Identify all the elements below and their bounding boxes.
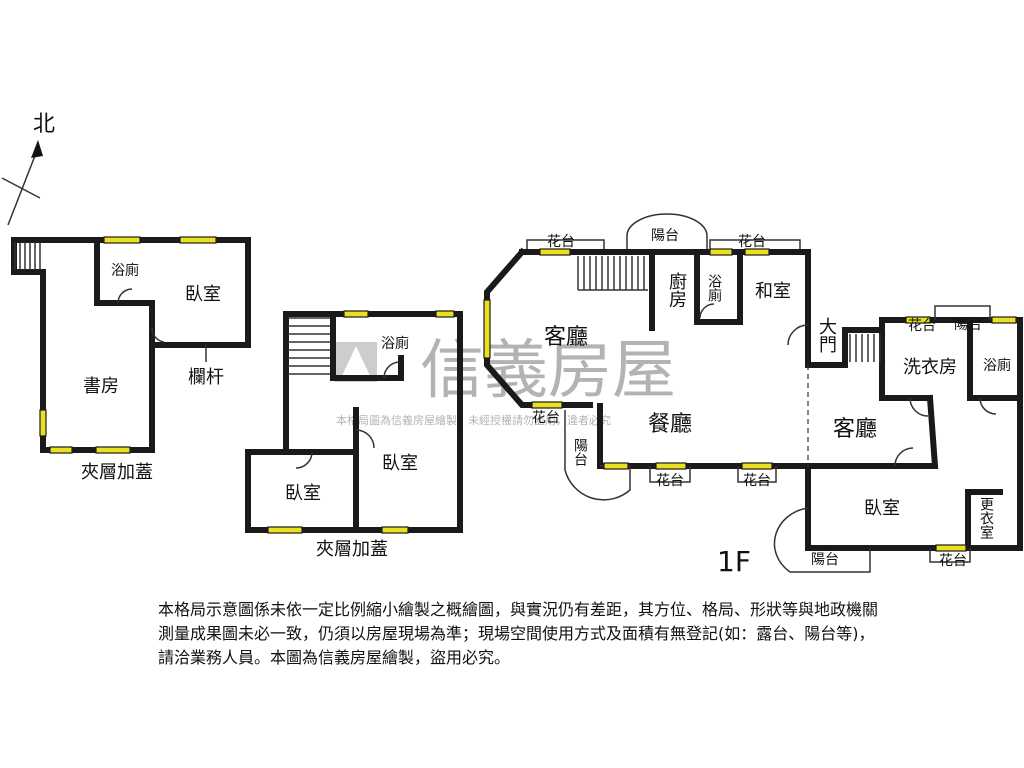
room-label-study: 書房 bbox=[83, 376, 119, 397]
room-label-balcony-right: 陽台 bbox=[954, 317, 982, 333]
room-label-balcony-bottom: 陽台 bbox=[811, 552, 839, 568]
window bbox=[539, 248, 571, 256]
laundry-wall bbox=[879, 327, 933, 401]
room-label-japanese-room: 和室 bbox=[755, 281, 791, 302]
compass-cross-line bbox=[1, 177, 41, 199]
plan-middle: 浴廁 臥室 臥室 夾層加蓋 bbox=[245, 310, 463, 560]
room-label-planter-c: 花台 bbox=[908, 318, 936, 334]
plan-main-stairs-left bbox=[577, 256, 648, 291]
room-label-railing: 欄杆 bbox=[188, 367, 224, 388]
window bbox=[603, 462, 629, 470]
room-label-bedroom: 臥室 bbox=[864, 498, 900, 519]
balcony-left-outline bbox=[564, 410, 631, 501]
plan-left-door-arc-2 bbox=[151, 327, 165, 343]
room-label-bath: 浴廁 bbox=[381, 335, 409, 352]
plan-left-caption: 夾層加蓋 bbox=[81, 462, 153, 483]
plan-main: 花台 陽台 花台 客廳 廚房 浴廁 和室 大門 花台 陽台 洗衣房 浴廁 花台 … bbox=[483, 213, 1023, 578]
plan-left-bath-wall bbox=[94, 237, 155, 348]
room-label-planter-d: 花台 bbox=[532, 410, 560, 426]
window bbox=[709, 248, 733, 256]
plan-left: 浴廁 臥室 書房 欄杆 夾層加蓋 bbox=[11, 236, 251, 483]
window bbox=[95, 446, 131, 454]
door-arc bbox=[909, 397, 929, 417]
disclaimer-text: 本格局示意圖係未依一定比例縮小繪製之概繪圖，與實況仍有差距，其方位、格局、形狀等… bbox=[158, 600, 879, 667]
plan-left-door-arc bbox=[117, 288, 133, 304]
bath-right-wall bbox=[967, 317, 1023, 401]
plan-main-outline bbox=[519, 249, 1023, 551]
north-arrow-icon bbox=[31, 140, 43, 158]
door-arc bbox=[979, 397, 997, 415]
plan-middle-door-arc bbox=[383, 361, 401, 379]
room-label-closet: 更衣室 bbox=[978, 497, 994, 539]
room-label-planter-a: 花台 bbox=[547, 234, 575, 250]
window bbox=[343, 310, 369, 318]
north-label: 北 bbox=[33, 112, 55, 137]
balcony-top-outline bbox=[626, 213, 708, 252]
window bbox=[267, 526, 303, 534]
room-label-bedroom: 臥室 bbox=[185, 284, 221, 305]
plan-left-outline bbox=[11, 237, 251, 453]
door-arc bbox=[894, 447, 914, 467]
room-label-bath: 浴廁 bbox=[111, 262, 139, 279]
room-label-laundry: 洗衣房 bbox=[903, 357, 957, 378]
floor-label: 1F bbox=[717, 545, 751, 578]
compass: 北 bbox=[1, 112, 55, 226]
bedroom-top-wall bbox=[805, 394, 939, 469]
watermark-note: 本格局圖為信義房屋繪製，未經授權請勿盜用，違者必究 bbox=[336, 413, 611, 427]
window bbox=[49, 446, 73, 454]
closet-wall bbox=[965, 489, 1003, 551]
balcony-bottom-outline bbox=[773, 507, 871, 573]
room-label-planter-g: 花台 bbox=[939, 553, 967, 569]
plan-middle-door-arc-3 bbox=[295, 451, 313, 469]
room-label-kitchen: 廚房 bbox=[666, 271, 687, 308]
floor-plan: 北 信義房屋 本格局圖為信義房屋繪製，未經授權請勿盜用，違者必究 浴廁 臥室 書… bbox=[1, 112, 1023, 578]
room-label-bath-right: 浴廁 bbox=[983, 357, 1011, 374]
room-label-dining: 餐廳 bbox=[648, 412, 692, 437]
window bbox=[991, 316, 1017, 324]
room-label-planter-b: 花台 bbox=[738, 234, 766, 250]
room-label-balcony-top: 陽台 bbox=[651, 228, 679, 244]
door-arc bbox=[699, 303, 715, 319]
room-label-planter-f: 花台 bbox=[743, 473, 771, 489]
room-label-planter-e: 花台 bbox=[656, 473, 684, 489]
room-label-bath-small: 浴廁 bbox=[706, 274, 722, 302]
window bbox=[381, 526, 409, 534]
plan-left-stairs bbox=[14, 242, 41, 270]
window bbox=[483, 299, 491, 359]
north-arrow-shaft bbox=[7, 147, 39, 226]
plan-main-stairs-right bbox=[849, 334, 881, 362]
room-label-balcony-left: 陽台 bbox=[572, 438, 588, 466]
plan-middle-stairs bbox=[288, 317, 330, 375]
window bbox=[179, 236, 217, 244]
window bbox=[744, 248, 770, 256]
room-label-living-left: 客廳 bbox=[544, 325, 588, 350]
planter-bottom-outlines bbox=[649, 466, 971, 563]
plan-middle-door-arc-2 bbox=[355, 429, 375, 449]
window bbox=[39, 409, 47, 437]
planter-top-outlines bbox=[526, 239, 801, 252]
window bbox=[741, 462, 773, 470]
plan-middle-bath-wall bbox=[330, 311, 404, 381]
window bbox=[103, 236, 141, 244]
main-door-arc bbox=[787, 324, 809, 346]
room-label-living-right: 客廳 bbox=[833, 417, 877, 442]
kitchen-bath-walls bbox=[649, 249, 743, 331]
window bbox=[655, 462, 687, 470]
room-label-main-door: 大門 bbox=[816, 317, 837, 353]
window bbox=[935, 544, 967, 552]
plan-middle-caption: 夾層加蓋 bbox=[316, 539, 388, 560]
room-label-bedroom-left: 臥室 bbox=[285, 483, 321, 504]
window bbox=[531, 401, 563, 409]
balcony-right-outline bbox=[934, 305, 991, 320]
window bbox=[435, 310, 455, 318]
window bbox=[905, 316, 931, 324]
room-label-bedroom-right: 臥室 bbox=[382, 453, 418, 474]
